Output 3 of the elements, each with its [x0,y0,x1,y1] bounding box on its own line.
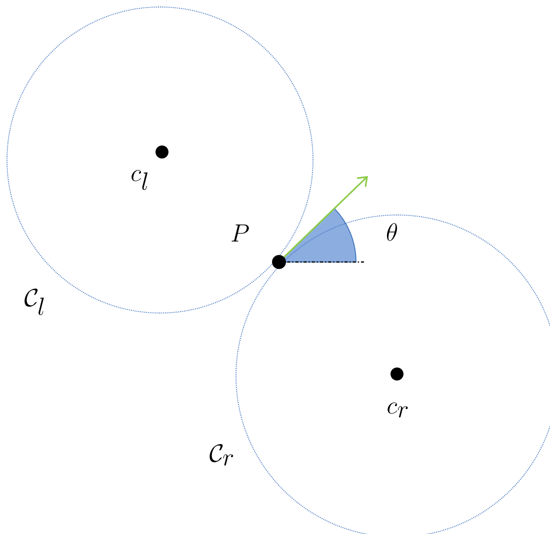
circle-label: $\mathcal{C}_l$ [24,288,44,316]
angle-label: $\theta$ [386,223,397,241]
circle-label: $\mathcal{C}_r$ [210,444,234,466]
